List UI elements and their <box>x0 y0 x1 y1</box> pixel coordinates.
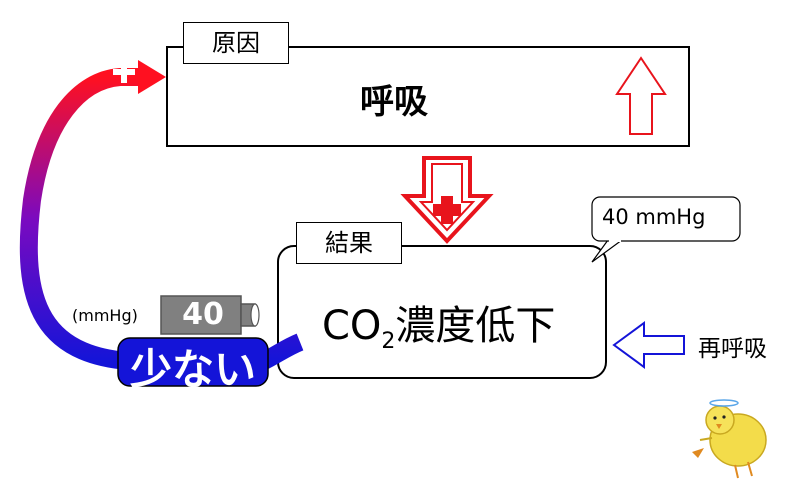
low-label: 少ない <box>129 345 256 394</box>
callout-text: 40 mmHg <box>602 205 706 229</box>
cause-tag: 原因 <box>183 22 289 64</box>
gauge-value: 40 <box>182 297 224 332</box>
result-label-subscript: 2 <box>381 329 396 354</box>
up-arrow-icon <box>615 56 667 135</box>
left-arrow-icon <box>612 321 685 369</box>
result-label: CO2濃度低下 <box>322 293 555 354</box>
result-label-prefix: CO <box>322 303 382 349</box>
gauge <box>160 295 260 335</box>
down-arrow-icon <box>400 156 494 244</box>
chick-icon <box>692 399 767 479</box>
unit-label: (mmHg) <box>72 306 138 325</box>
result-label-suffix: 濃度低下 <box>395 303 556 349</box>
callout-bubble <box>591 196 741 263</box>
result-box <box>277 245 607 379</box>
cause-label: 呼吸 <box>360 82 428 122</box>
rebreath-label: 再呼吸 <box>698 336 767 362</box>
result-tag: 結果 <box>296 222 402 264</box>
low-badge <box>117 337 269 387</box>
